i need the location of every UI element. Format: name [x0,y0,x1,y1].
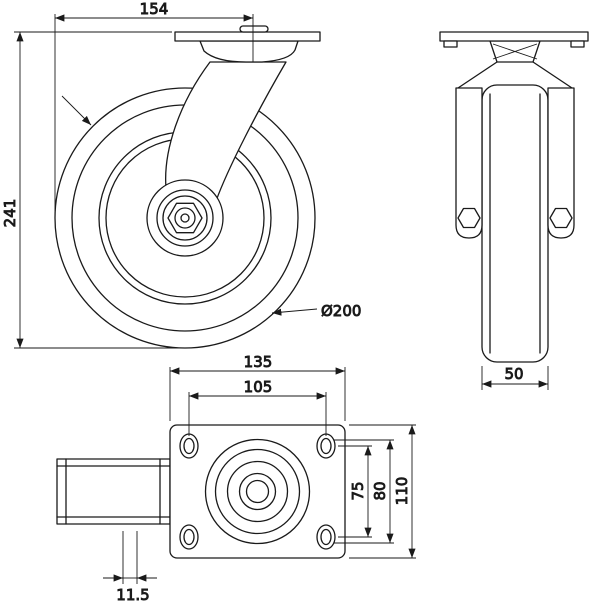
dim-text-hole-spacing-y: 75 [349,481,367,500]
slot-inner [183,437,195,455]
side-view-dimensions: 154 241 Ø200 [1,0,362,349]
axle-bolt [174,207,196,229]
plate-tab-right [570,40,585,48]
bolt-hole-bottom-left [179,524,199,550]
tread-leader-arrow [61,95,92,126]
wheel-front [481,84,549,363]
dim-text-plate-depth: 110 [393,477,411,506]
leader-wheel-diameter [271,308,318,316]
top-plate-side [174,31,321,42]
wheel-top [56,458,171,525]
bearing-circle [214,448,301,535]
slot-inner [183,528,195,546]
dim-text-overall-height: 241 [1,199,19,228]
kingpin-circle [238,472,277,511]
fork-leg-left [455,87,483,239]
slot-inner [320,528,332,546]
axle-washer [162,195,208,241]
fork-crown-lines [457,61,573,89]
swivel-housing-side [199,40,299,63]
axle-nut-left [457,207,481,229]
plate-tab-left [443,40,458,48]
hub-boss [146,179,224,257]
kingpin-head [239,25,269,33]
dim-text-slot-span: 80 [371,481,389,500]
bearing-circle [226,460,289,523]
axle-center [180,213,190,223]
axle-nut-right [549,207,573,229]
axle-nut-side [167,202,203,234]
dim-text-hole-spacing-x: 105 [244,378,273,396]
dim-text-slot-width: 11.5 [116,586,149,604]
side-view [54,25,321,349]
hub-ring [156,189,214,247]
swivel-bearing-top [204,438,311,545]
bearing-hatch [492,43,538,60]
dim-text-plate-width: 135 [244,353,273,371]
top-plate-front [439,31,589,42]
fork-leg-right [547,87,575,239]
dim-text-swing-radius: 154 [140,0,169,18]
dim-text-wheel-width: 50 [504,365,523,383]
front-view-dimensions: 50 [481,365,549,390]
bearing-circle [204,438,311,545]
bolt-hole-bottom-right [316,524,336,550]
slot-inner [320,437,332,455]
front-view [439,31,589,363]
wheel-tread-outer [54,87,316,349]
plan-view-dimensions: 135 105 75 80 110 11.5 [103,353,416,604]
kingpin-center [245,479,270,504]
slot-outer [316,524,336,550]
plan-view [56,424,346,559]
mounting-plate [169,424,346,559]
dim-text-wheel-diameter: Ø200 [321,302,361,320]
slot-outer [179,524,199,550]
